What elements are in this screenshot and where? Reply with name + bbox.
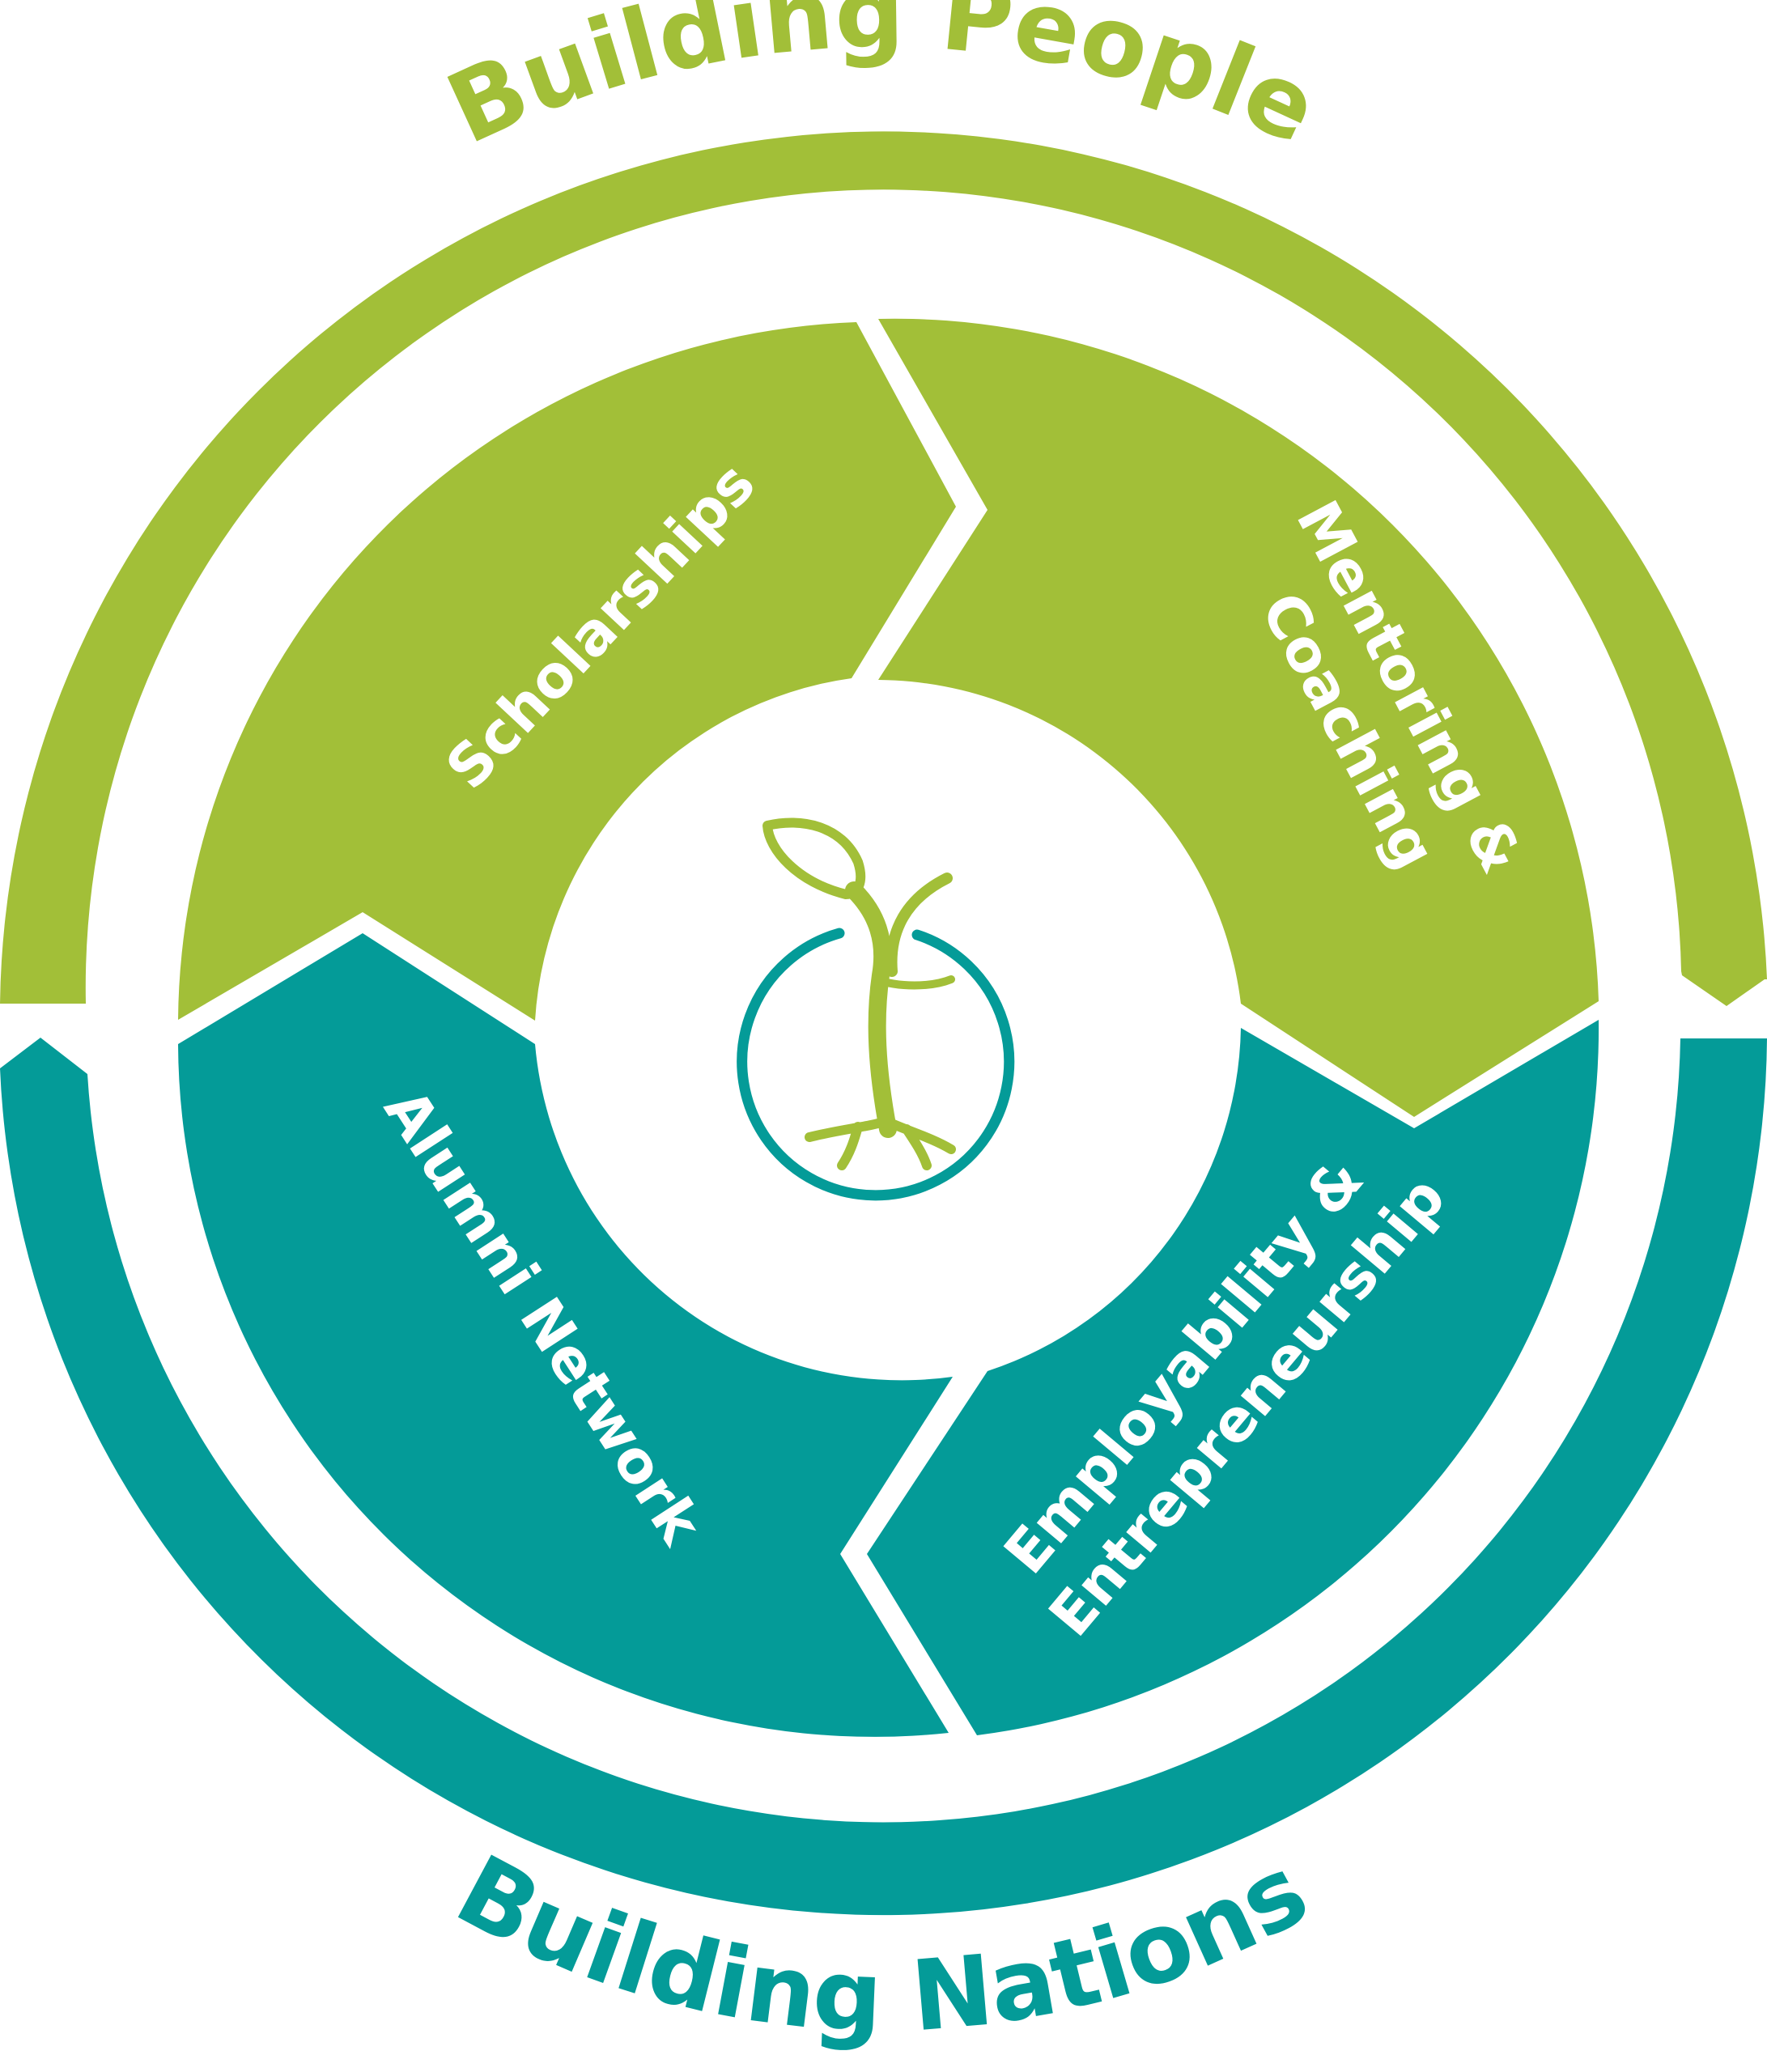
outer-arc-bottom [0, 1038, 1767, 1916]
logo-stem [845, 881, 897, 1138]
logo-roots [805, 1115, 956, 1170]
logo-tendril [872, 975, 955, 990]
segment-scholarships[interactable] [178, 322, 956, 1021]
segment-mentoring[interactable] [878, 318, 1599, 1118]
logo-branch [886, 873, 953, 977]
segment-employability[interactable] [867, 1020, 1599, 1735]
seedling-in-circle-icon [737, 817, 1015, 1201]
logo-leaf [762, 817, 866, 899]
segment-alumni[interactable] [178, 933, 953, 1737]
segments-group [178, 318, 1599, 1737]
logo-ring [737, 928, 1015, 1201]
